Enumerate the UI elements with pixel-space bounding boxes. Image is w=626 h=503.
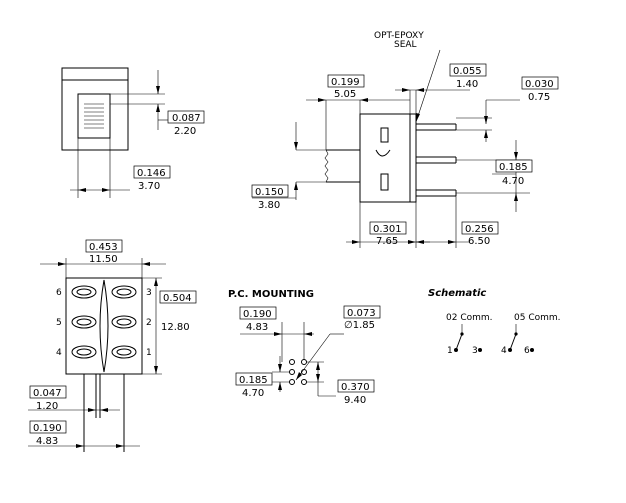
front-dim-301-mm: 7.65 [376,236,398,247]
pc-dim-073-mm: ∅1.85 [344,320,375,331]
side-view-actuator [77,93,111,139]
side-view-body [61,67,129,151]
schematic-title: Schematic [428,288,486,299]
pc-dim-185-in: 0.185 [239,375,268,386]
pc-dim-073-in: 0.073 [347,308,376,319]
pin-label-6: 6 [56,288,62,298]
schematic: Schematic 02 Comm. 05 Comm. 1 3 4 6 [428,288,561,356]
pc-dim-190-mm: 4.83 [246,322,268,333]
schematic-pin-1: 1 [447,346,453,356]
front-dim-185-mm: 4.70 [502,176,524,187]
bottom-dim-453-mm: 11.50 [89,254,118,265]
bottom-dim-190-mm: 4.83 [36,436,58,447]
pc-dim-185-mm: 4.70 [242,388,264,399]
pad-column-left [71,285,97,359]
seal-label-line2: SEAL [394,40,417,50]
bottom-view: 6 5 4 3 2 1 0.453 11.50 0.504 12.80 [28,239,197,452]
pc-hole-pattern [289,359,307,385]
front-dim-055-in: 0.055 [453,66,482,77]
bottom-dim-453-in: 0.453 [89,242,118,253]
bottom-view-body [65,277,143,375]
bottom-dim-047-in: 0.047 [33,388,62,399]
front-dim-055-mm: 1.40 [456,79,478,90]
schematic-pin-3: 3 [472,346,478,356]
front-dim-301-in: 0.301 [373,224,402,235]
schematic-pin-6: 6 [524,346,530,356]
front-view: OPT-EPOXY SEAL 0.199 5.05 [251,31,559,248]
front-dim-256-in: 0.256 [465,224,494,235]
pin-label-3: 3 [146,288,152,298]
pin-label-4: 4 [56,348,62,358]
side-dim-087-mm: 2.20 [174,126,196,137]
front-dim-199-in: 0.199 [331,77,360,88]
bottom-dim-190-in: 0.190 [33,423,62,434]
pin-label-2: 2 [146,318,152,328]
pin-label-1: 1 [146,348,152,358]
pc-dim-190-in: 0.190 [243,309,272,320]
front-dim-150-in: 0.150 [255,187,284,198]
schematic-comm-right: 05 Comm. [514,313,561,323]
side-view: 0.087 2.20 0.146 3.70 [61,67,205,198]
front-view-body [359,113,417,203]
front-dim-030-mm: 0.75 [528,92,550,103]
schematic-comm-left: 02 Comm. [446,313,493,323]
pc-dim-370-in: 0.370 [341,382,370,393]
bottom-dim-504-mm: 12.80 [161,322,190,333]
bottom-dim-047-mm: 1.20 [36,401,58,412]
pin-label-5: 5 [56,318,62,328]
side-dim-146-in: 0.146 [137,168,166,179]
side-dim-146-mm: 3.70 [138,181,160,192]
seal-label-line1: OPT-EPOXY [374,31,424,41]
front-dim-199-mm: 5.05 [334,89,356,100]
side-dim-087-in: 0.087 [172,113,201,124]
front-dim-185-in: 0.185 [499,162,528,173]
pc-mounting-title: P.C. MOUNTING [228,289,314,300]
pc-mounting: P.C. MOUNTING 0.190 4.83 0.073 ∅1.85 [228,289,381,406]
front-dim-030-in: 0.030 [525,79,554,90]
schematic-pin-4: 4 [501,346,507,356]
front-dim-150-mm: 3.80 [258,200,280,211]
pc-dim-370-mm: 9.40 [344,395,366,406]
bottom-dim-504-in: 0.504 [163,293,192,304]
front-dim-256-mm: 6.50 [468,236,490,247]
pad-column-right [111,285,137,359]
